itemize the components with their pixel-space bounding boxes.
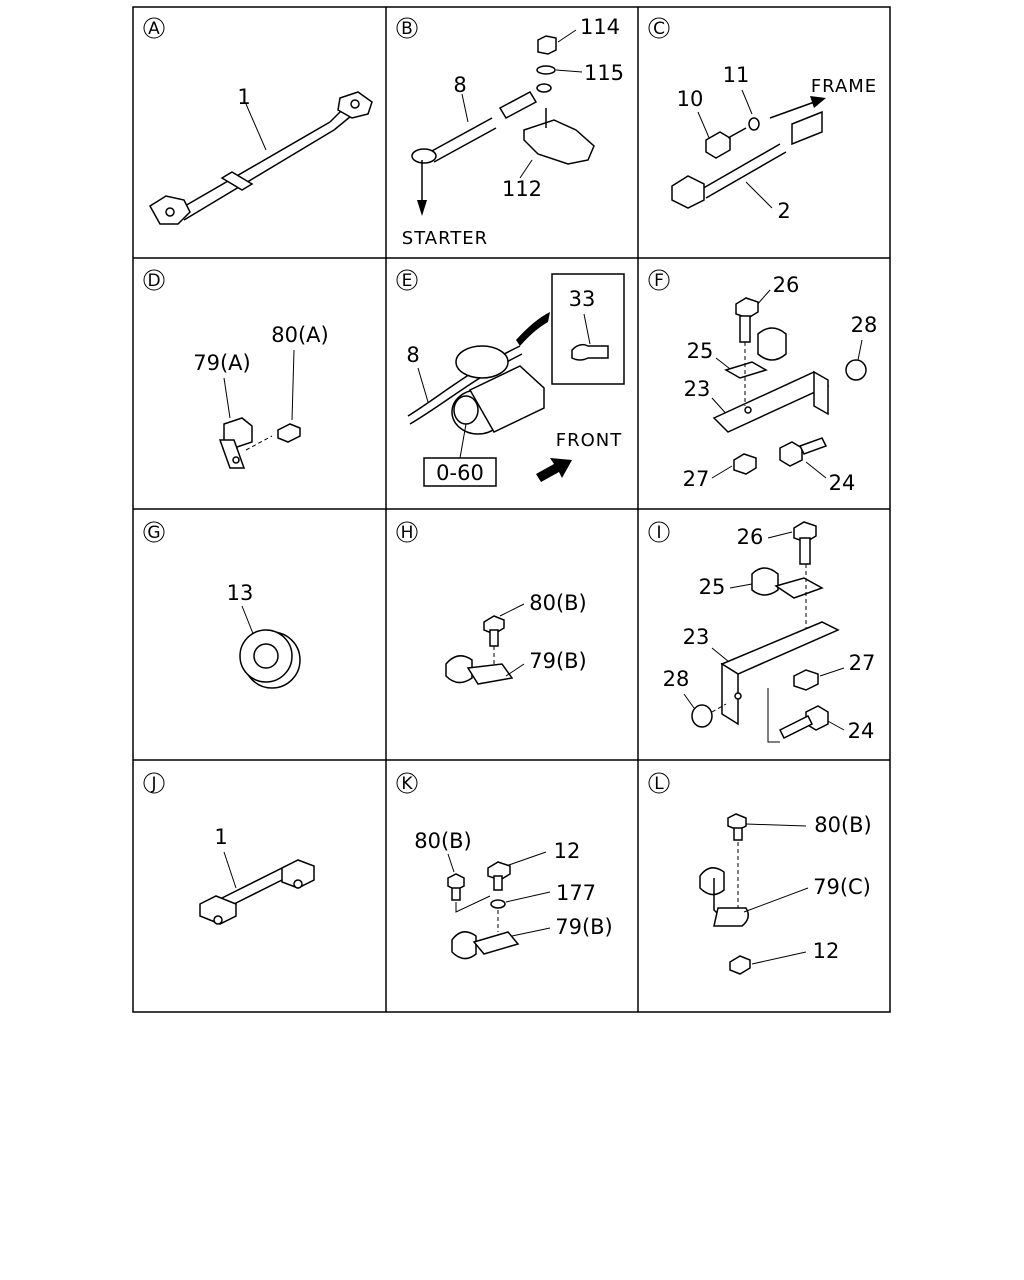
panel-e-letter: E <box>402 271 413 291</box>
panel-i-label-26: 26 <box>737 525 764 549</box>
panel-c-label-10: 10 <box>677 87 704 111</box>
panel-h-label-80b: 80(B) <box>529 591 587 615</box>
panel-f-label-23: 23 <box>684 377 711 401</box>
panel-a-label-1: 1 <box>237 85 250 109</box>
panel-l-label-12: 12 <box>813 939 840 963</box>
panel-e: E 8 0-60 33 FRONT <box>396 269 625 487</box>
panel-i-label-24: 24 <box>848 719 875 743</box>
panel-a: A 1 <box>143 17 373 225</box>
panel-b-label-114: 114 <box>580 15 620 39</box>
panel-k-label-12: 12 <box>554 839 581 863</box>
panel-e-ref: 0-60 <box>436 461 484 485</box>
panel-f-label-24: 24 <box>829 471 856 495</box>
panel-i-label-27: 27 <box>849 651 876 675</box>
panel-l-label-79c: 79(C) <box>813 875 871 899</box>
panel-b: B 114 115 8 112 STARTER <box>396 15 624 249</box>
panel-j-label-1: 1 <box>214 825 227 849</box>
panel-l-letter: L <box>654 774 664 794</box>
panel-f-label-26: 26 <box>773 273 800 297</box>
panel-b-letter: B <box>401 19 413 39</box>
panel-g-label-13: 13 <box>227 581 254 605</box>
panel-k-label-80b: 80(B) <box>414 829 472 853</box>
panel-e-label-33: 33 <box>569 287 596 311</box>
panel-c-label-2: 2 <box>777 199 790 223</box>
panel-k: K 80(B) 12 177 79(B) <box>396 772 613 960</box>
panel-c-letter: C <box>653 19 665 39</box>
panel-k-label-177: 177 <box>556 881 596 905</box>
panel-f-label-27: 27 <box>683 467 710 491</box>
panel-i-label-28: 28 <box>663 667 690 691</box>
panel-d: D 80(A) 79(A) <box>143 269 329 469</box>
panel-a-letter: A <box>148 19 160 39</box>
panel-b-label-8: 8 <box>453 73 466 97</box>
panel-f-letter: F <box>654 271 664 291</box>
panel-k-label-79b: 79(B) <box>555 915 613 939</box>
panel-e-note: FRONT <box>556 430 623 451</box>
panel-e-label-8: 8 <box>406 343 419 367</box>
panel-h: H 80(B) 79(B) <box>396 521 587 685</box>
panel-h-letter: H <box>401 523 414 543</box>
panel-i-letter: I <box>656 523 661 543</box>
panel-l: L 80(B) 79(C) 12 <box>648 772 872 975</box>
panel-f-label-28: 28 <box>851 313 878 337</box>
panel-d-label-79a: 79(A) <box>193 351 250 375</box>
panel-c-note: FRAME <box>811 76 877 97</box>
panel-b-label-115: 115 <box>584 61 624 85</box>
panel-h-label-79b: 79(B) <box>529 649 587 673</box>
panel-k-letter: K <box>401 774 413 794</box>
panel-d-letter: D <box>147 271 160 291</box>
panel-c-label-11: 11 <box>723 63 750 87</box>
panel-c: C 11 10 FRAME 2 <box>648 17 877 223</box>
panel-f-label-25: 25 <box>687 339 714 363</box>
panel-g-letter: G <box>147 523 160 543</box>
panel-i-label-25: 25 <box>699 575 726 599</box>
panel-g: G 13 <box>143 521 301 689</box>
panel-f: F 26 28 25 23 27 24 <box>648 269 878 495</box>
panel-i-label-23: 23 <box>683 625 710 649</box>
panel-b-note: STARTER <box>402 228 488 249</box>
panel-i: I 26 25 23 27 28 24 <box>648 521 876 743</box>
panel-l-label-80b: 80(B) <box>814 813 872 837</box>
panel-j-letter: J <box>150 774 156 794</box>
panel-j: J 1 <box>143 772 315 925</box>
grid-frame <box>132 6 891 1013</box>
panel-d-label-80a: 80(A) <box>271 323 328 347</box>
panel-b-label-112: 112 <box>502 177 542 201</box>
